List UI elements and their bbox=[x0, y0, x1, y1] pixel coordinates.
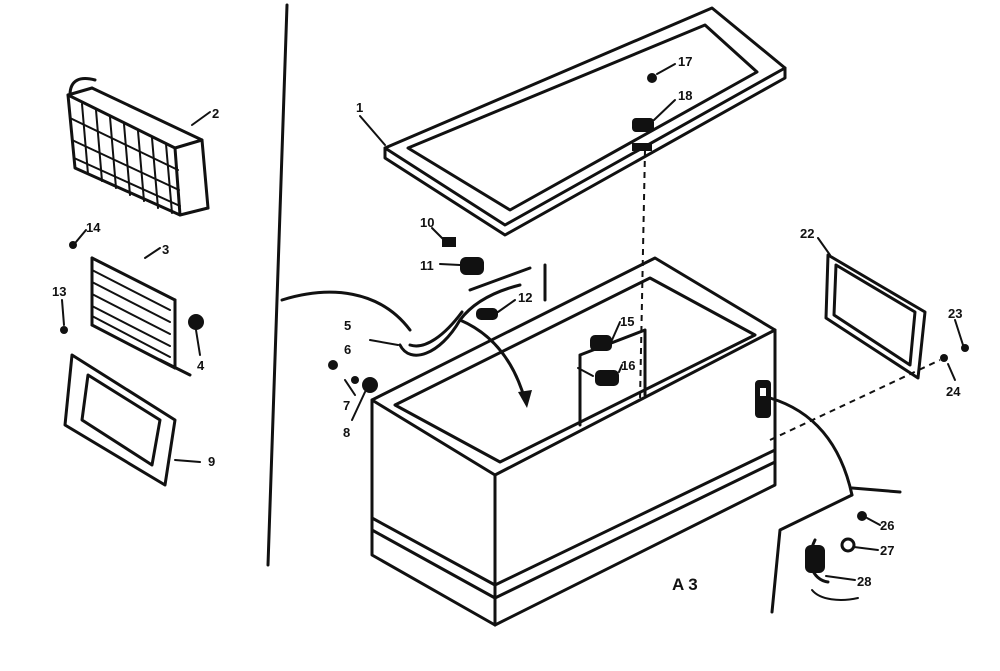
screw-part-14 bbox=[69, 241, 77, 249]
label-part-2: 2 bbox=[212, 106, 219, 121]
fitting-part-11 bbox=[460, 257, 484, 275]
right-divider-line bbox=[770, 493, 854, 614]
grille-part-22 bbox=[824, 253, 927, 380]
label-part-15: 15 bbox=[620, 314, 634, 329]
bracket-part-16 bbox=[595, 370, 619, 386]
hinge-mount bbox=[632, 143, 652, 151]
thermostat-part-15 bbox=[590, 335, 612, 351]
label-part-17: 17 bbox=[678, 54, 692, 69]
label-part-3: 3 bbox=[162, 242, 169, 257]
washer-part-7 bbox=[351, 376, 359, 384]
label-part-1: 1 bbox=[356, 100, 363, 115]
label-part-16: 16 bbox=[621, 358, 635, 373]
label-part-5: 5 bbox=[344, 318, 351, 333]
screw-part-10 bbox=[442, 237, 456, 247]
panel-part-9 bbox=[63, 353, 177, 487]
label-part-10: 10 bbox=[420, 215, 434, 230]
freezer-cabinet bbox=[370, 256, 777, 627]
divider-rack-part-3 bbox=[90, 256, 192, 377]
freezer-lid bbox=[383, 6, 787, 237]
clip-part-4 bbox=[188, 314, 204, 330]
label-part-9: 9 bbox=[208, 454, 215, 469]
screw-part-6 bbox=[328, 360, 338, 370]
washer-part-27 bbox=[840, 537, 856, 553]
hinge-part-18 bbox=[632, 118, 654, 132]
label-part-14: 14 bbox=[86, 220, 101, 235]
label-part-22: 22 bbox=[800, 226, 814, 241]
label-part-7: 7 bbox=[343, 398, 350, 413]
label-part-23: 23 bbox=[948, 306, 962, 321]
label-part-27: 27 bbox=[880, 543, 894, 558]
label-part-26: 26 bbox=[880, 518, 894, 533]
direction-arrow bbox=[458, 318, 527, 402]
divider-line bbox=[266, 3, 289, 567]
power-cord bbox=[280, 290, 412, 332]
screw-part-13 bbox=[60, 326, 68, 334]
side-cord bbox=[768, 396, 854, 497]
screw-part-24 bbox=[940, 354, 948, 362]
label-part-12: 12 bbox=[518, 290, 532, 305]
label-part-28: 28 bbox=[857, 574, 871, 589]
label-part-6: 6 bbox=[344, 342, 351, 357]
label-part-11: 11 bbox=[420, 258, 434, 273]
hinge-centerline bbox=[639, 149, 646, 401]
label-part-8: 8 bbox=[343, 425, 350, 440]
label-part-24: 24 bbox=[946, 384, 961, 399]
wire-basket-part-2 bbox=[66, 77, 210, 217]
screw-part-26 bbox=[857, 511, 867, 521]
label-part-13: 13 bbox=[52, 284, 66, 299]
screw-part-23 bbox=[961, 344, 969, 352]
label-part-4: 4 bbox=[197, 358, 205, 373]
diagram-caption: A3 bbox=[672, 575, 702, 594]
label-part-18: 18 bbox=[678, 88, 692, 103]
clamp-part-12 bbox=[476, 308, 498, 320]
side-control-housing bbox=[755, 380, 771, 418]
knob-part-8 bbox=[362, 377, 378, 393]
screw-part-17 bbox=[647, 73, 657, 83]
